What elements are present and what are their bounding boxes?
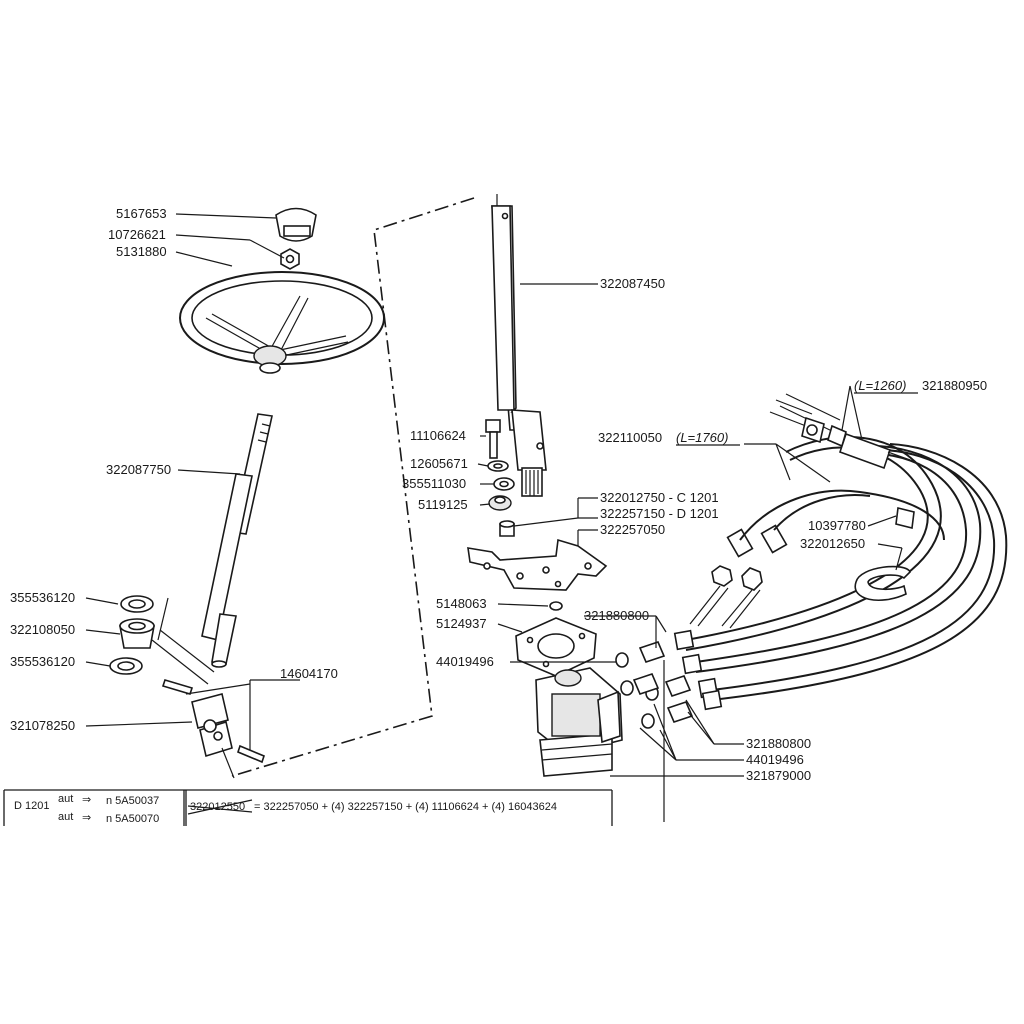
label-5167653: 5167653 [116,206,167,221]
label-321879000: 321879000 [746,768,811,783]
hose-end-nuts-drawing [689,524,788,629]
label-11106624: 11106624 [410,428,466,443]
label-5119125: 5119125 [418,497,468,512]
leader-lines [85,213,903,822]
label-322257050: 322257050 [600,522,665,537]
pin-lower-drawing [237,744,265,764]
label-322012750: 322012750 - C 1201 [600,490,719,505]
label-322110050-length: (L=1760) [676,430,728,445]
label-355511030: 355511030 [402,476,466,491]
wheel-cap-drawing [275,207,317,242]
table-row1-arrow: ⇒ [82,794,91,806]
label-14604170: 14604170 [280,666,338,681]
label-321880800-lower: 321880800 [746,736,811,751]
table-equation: = 322257050 + (4) 322257150 + (4) 111066… [254,801,557,813]
label-44019496-left: 44019496 [436,654,494,669]
label-5148063: 5148063 [436,596,487,611]
label-321078250: 321078250 [10,718,75,733]
label-10726621: 10726621 [108,227,166,242]
spacer-drawing [499,520,515,537]
label-322087750: 322087750 [106,462,171,477]
universal-joint-drawing [191,693,233,758]
washer-lower-drawing [109,657,143,675]
support-bracket-drawing [467,538,608,591]
washer-upper-drawing [120,595,154,613]
label-322257150: 322257150 - D 1201 [600,506,719,521]
label-321880950-length: (L=1260) [854,378,906,393]
pin-upper-drawing [161,679,194,695]
label-355536120-upper: 355536120 [10,590,75,605]
lock-washer-drawing [487,460,509,472]
hose-clip-drawing [854,565,911,602]
bolt-drawing [485,419,501,459]
gasket-drawing [515,617,597,677]
table-row2-arrow: ⇒ [82,812,91,824]
label-322110050: 322110050 [598,430,662,445]
label-5124937: 5124937 [436,616,487,631]
lower-shaft-drawing [201,413,273,668]
small-nut-drawing [549,601,563,611]
variant-table [3,789,613,826]
steering-wheel-drawing [179,271,385,374]
label-355536120-lower: 355536120 [10,654,75,669]
table-row1-value: n 5A50037 [106,795,159,807]
table-model: D 1201 [14,800,49,812]
label-322108050: 322108050 [10,622,75,637]
label-5131880: 5131880 [116,244,167,259]
flat-washer-drawing [493,477,515,491]
upper-column-drawing [491,194,547,497]
label-10397780: 10397780 [808,518,866,533]
label-12605671: 12605671 [410,456,468,471]
strike-through-mark [187,799,253,815]
rubber-mount-drawing [488,495,512,511]
table-row2-prefix: aut [58,811,73,823]
upper-pipes-drawing [769,393,915,529]
label-44019496-right: 44019496 [746,752,804,767]
table-row1-prefix: aut [58,793,73,805]
adapter-fittings-drawing [632,641,694,723]
nut-drawing [280,248,300,270]
steering-unit-drawing [535,667,623,777]
label-322012650: 322012650 [800,536,865,551]
label-322087450: 322087450 [600,276,665,291]
label-321880950: 321880950 [922,378,987,393]
strike-through-mark-2 [187,805,253,813]
bush-drawing [119,618,155,649]
table-row2-value: n 5A50070 [106,813,159,825]
label-321880800-upper: 321880800 [584,608,649,623]
